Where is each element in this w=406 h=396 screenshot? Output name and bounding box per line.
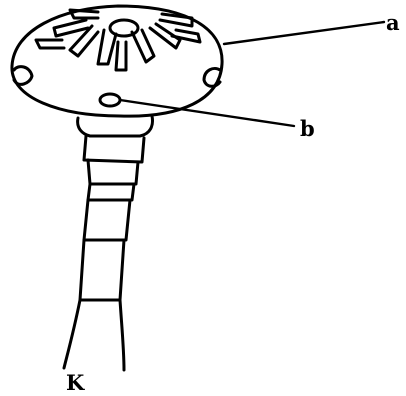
root-tail (64, 300, 124, 370)
label-b: b (300, 118, 315, 139)
neck (78, 116, 153, 136)
oval-structure-b (100, 94, 120, 106)
segmented-stalk (80, 136, 144, 300)
cap-radial-marks (36, 10, 200, 70)
label-b-pointer (120, 100, 294, 126)
label-a-pointer (224, 22, 384, 44)
label-a: a (386, 12, 400, 33)
label-k: K (66, 372, 84, 393)
